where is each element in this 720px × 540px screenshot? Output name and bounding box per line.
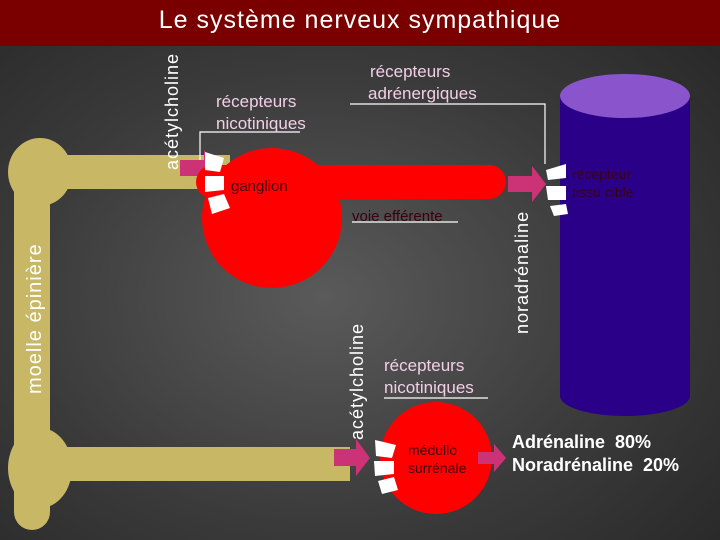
title-bar xyxy=(0,0,720,46)
synapse-arrow-medullo xyxy=(334,439,370,476)
medullo-line2: surrénale xyxy=(408,460,467,476)
hormone-arrow xyxy=(478,444,506,472)
voie-efferente-label: voie efférente xyxy=(352,208,443,225)
adrenaline-ratio: Adrénaline 80% xyxy=(512,432,652,452)
target-tissue xyxy=(546,74,690,416)
spinal-cord xyxy=(8,138,350,530)
medullo-line1: médullo xyxy=(408,442,458,458)
noradrenaline-ratio: Noradrénaline 20% xyxy=(512,455,680,475)
recepteurs-nicotiniques-top-line2: nicotiniques xyxy=(216,114,306,133)
acetylcholine-bottom-label: acétylcholine xyxy=(347,322,367,440)
noradrenaline-label: noradrénaline xyxy=(512,210,532,334)
moelle-epiniere-label: moelle épinière xyxy=(24,243,46,394)
recepteurs-adrenergiques-line2: adrénergiques xyxy=(368,84,477,103)
medullo-surrenale xyxy=(374,402,492,514)
page-title: Le système nerveux sympathique xyxy=(158,6,562,34)
acetylcholine-top-label: acétylcholine xyxy=(162,52,182,170)
ganglion-neuron xyxy=(196,148,506,288)
recepteurs-nicotiniques-bottom-line1: récepteurs xyxy=(384,356,465,375)
recepteur-tissu-line1: récepteur xyxy=(572,166,632,182)
ganglion-label: ganglion xyxy=(231,178,288,195)
recepteurs-adrenergiques-line1: récepteurs xyxy=(370,62,451,81)
callout-adrenergiques xyxy=(350,103,546,164)
synapse-arrow-target xyxy=(508,166,546,202)
recepteurs-nicotiniques-bottom-line2: nicotiniques xyxy=(384,378,474,397)
callout-nicotiniques-top xyxy=(199,131,300,160)
recepteurs-nicotiniques-top-line1: récepteurs xyxy=(216,92,297,111)
recepteur-tissu-line2: tissu cible xyxy=(572,184,634,200)
